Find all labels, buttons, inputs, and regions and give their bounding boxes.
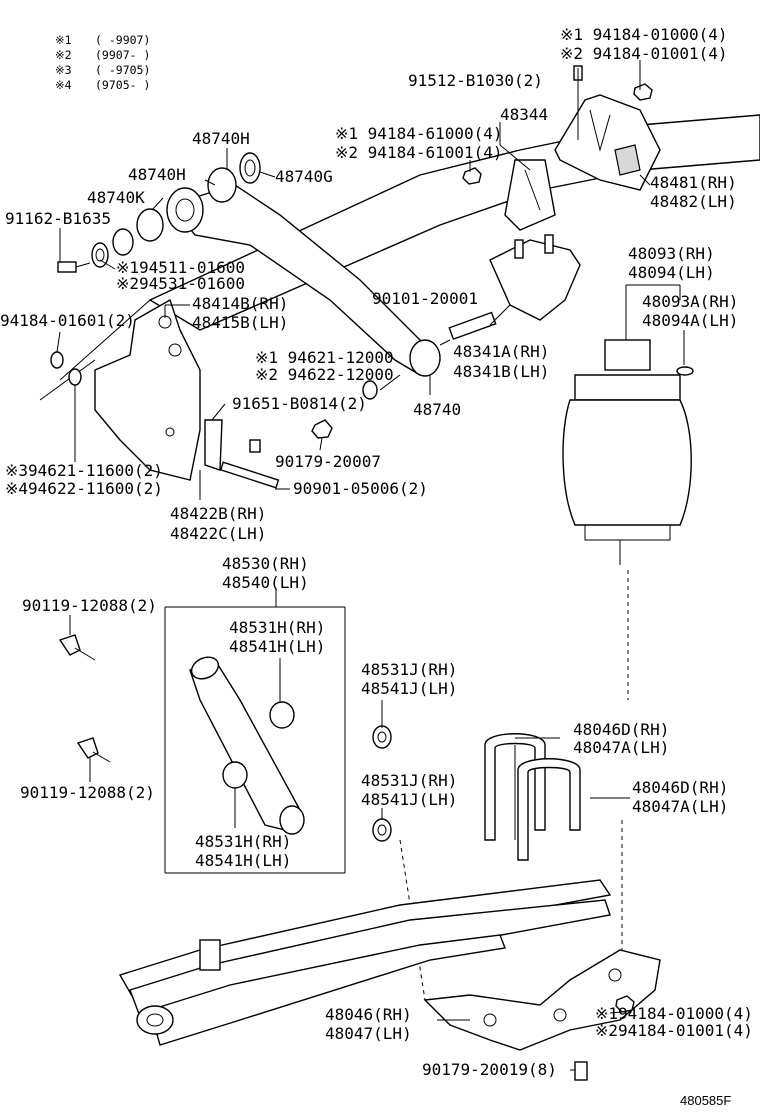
label-91651: 91651-B0814(2) [232,394,367,413]
label-90179-20007: 90179-20007 [275,452,381,471]
label-90901: 90901-05006(2) [293,479,428,498]
label-48541j-a: 48541J(LH) [361,679,457,698]
label-94184-01601: 94184-01601(2) [0,311,135,330]
label-48046d-a: 48046D(RH) [573,720,669,739]
u-bolts [484,733,581,861]
label-48046d-b: 48046D(RH) [632,778,728,797]
label-48481: 48481(RH) [650,173,737,192]
label-48341a: 48341A(RH) [453,342,549,361]
label-48094a: 48094A(LH) [642,311,738,330]
label-48531j-b: 48531J(RH) [361,771,457,790]
label-48740h-1: 48740H [192,129,250,148]
legend: ※1 ( -9907) ※2 (9907- ) ※3 ( -9705) ※4 (… [55,33,150,92]
label-48740h-2: 48740H [128,165,186,184]
legend-mark-1: ※1 [55,33,72,47]
label-94184-01001-bot: ※294184-01001(4) [595,1021,753,1040]
spring-seat [423,949,661,1051]
label-48531h-a: 48531H(RH) [229,618,325,637]
legend-range-2: (9907- ) [95,48,150,62]
label-90101: 90101-20001 [372,289,478,308]
bushing-48740k [136,208,164,242]
washer-48740 [112,228,134,256]
control-arm [166,184,442,377]
legend-mark-3: ※3 [55,63,72,77]
label-94184-01000-top: ※1 94184-01000(4) [560,25,728,44]
label-94184-01001-top: ※2 94184-01001(4) [560,44,728,63]
label-48415b: 48415B(LH) [192,313,288,332]
legend-mark-4: ※4 [55,78,72,92]
shock-absorber [189,656,305,835]
air-spring-bracket [554,94,661,191]
label-48341b: 48341B(LH) [453,362,549,381]
label-48740: 48740 [413,400,461,419]
label-48740k: 48740K [87,188,145,207]
label-48531h-b: 48531H(RH) [195,832,291,851]
leaf-spring [118,879,612,1046]
legend-range-1: ( -9907) [95,33,150,47]
label-48047a-a: 48047A(LH) [573,738,669,757]
label-48541j-b: 48541J(LH) [361,790,457,809]
bushings-upper [91,152,261,268]
label-94622-12000: ※2 94622-12000 [255,365,394,384]
label-48094: 48094(LH) [628,263,715,282]
label-94184-61000: ※1 94184-61000(4) [335,124,503,143]
label-48046: 48046(RH) [325,1005,412,1024]
label-94184-61001: ※2 94184-61001(4) [335,143,503,162]
label-48531j-a: 48531J(RH) [361,660,457,679]
legend-range-3: ( -9705) [95,63,150,77]
air-spring [562,339,694,565]
label-94511: ※194511-01600 [116,258,245,277]
bracket-48344 [504,159,556,231]
label-48530: 48530(RH) [222,554,309,573]
legend-range-4: (9705- ) [95,78,150,92]
label-90119-a: 90119-12088(2) [22,596,157,615]
label-48047: 48047(LH) [325,1024,412,1043]
label-94621-11600: ※394621-11600(2) [5,461,163,480]
label-94621-12000: ※1 94621-12000 [255,348,394,367]
legend-mark-2: ※2 [55,48,72,62]
label-48093: 48093(RH) [628,244,715,263]
part-labels: ※1 94184-01000(4) ※2 94184-01001(4) 9151… [0,25,753,1108]
shock-bolts [58,634,111,763]
label-94184-01000-bot: ※194184-01000(4) [595,1004,753,1023]
seat-fasteners [574,995,635,1081]
label-90179-20019: 90179-20019(8) [422,1060,557,1079]
label-48740g: 48740G [275,167,333,186]
label-48422b: 48422B(RH) [170,504,266,523]
label-48414b: 48414B(RH) [192,294,288,313]
shock-mount [489,234,581,321]
shock-bushings [222,701,392,842]
label-94622-11600: ※494622-11600(2) [5,479,163,498]
fasteners-upper [50,65,653,489]
bushing-48740h-a [207,167,237,203]
label-48047a-b: 48047A(LH) [632,797,728,816]
label-91512: 91512-B1030(2) [408,71,543,90]
label-48482: 48482(LH) [650,192,737,211]
washer-48740g [239,152,261,184]
label-48540: 48540(LH) [222,573,309,592]
label-48541h-a: 48541H(LH) [229,637,325,656]
diagram-reference: 480585F [680,1093,731,1108]
label-94531: ※294531-01600 [116,274,245,293]
label-48422c: 48422C(LH) [170,524,266,543]
shock-absorber-group [164,595,346,874]
leader-lines [56,60,685,1071]
label-91162: 91162-B1635 [5,209,111,228]
label-90119-b: 90119-12088(2) [20,783,155,802]
label-48541h-b: 48541H(LH) [195,851,291,870]
label-48093a: 48093A(RH) [642,292,738,311]
label-48344: 48344 [500,105,548,124]
